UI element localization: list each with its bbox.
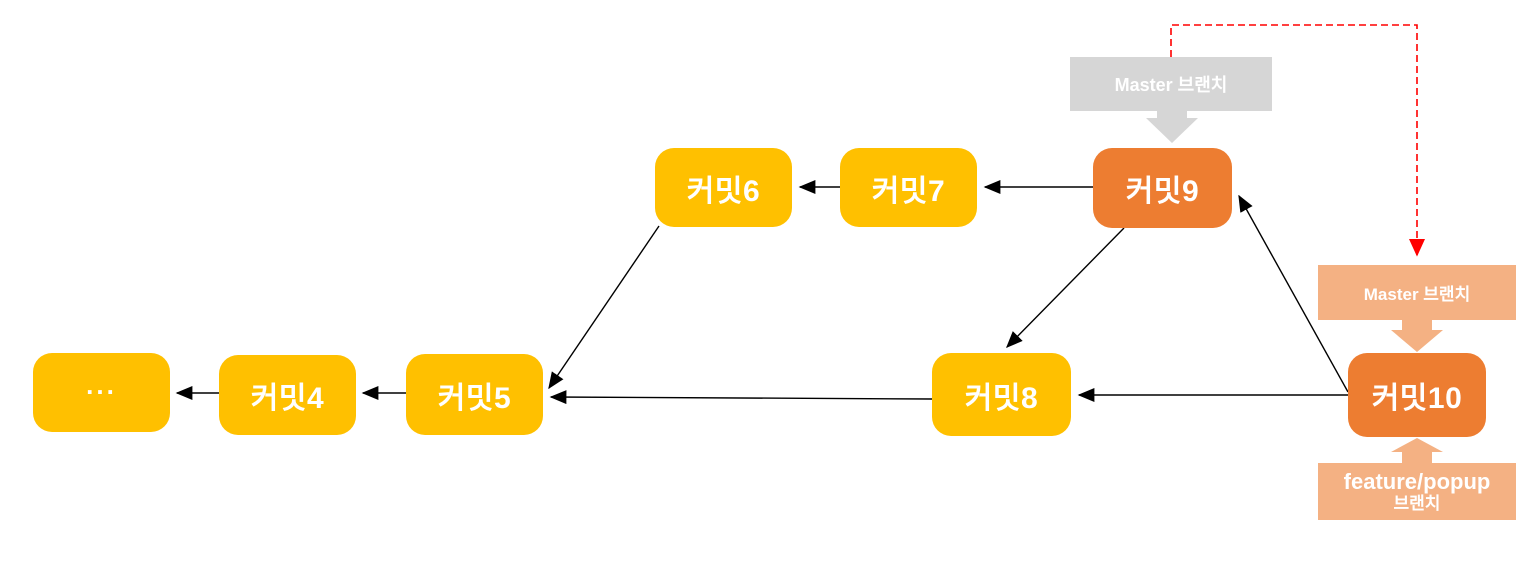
commit-label: 커밋4 bbox=[250, 382, 325, 415]
master-branch-label-old: Master 브랜치 bbox=[1070, 57, 1272, 111]
commit-label: ... bbox=[86, 370, 117, 400]
commit-label: 커밋10 bbox=[1371, 382, 1463, 415]
commit-node-8: 커밋8 bbox=[932, 353, 1071, 436]
branch-label-text: Master 브랜치 bbox=[1363, 285, 1471, 304]
commit-node-5: 커밋5 bbox=[406, 354, 543, 435]
master-new-pointer-arrow bbox=[1391, 320, 1443, 352]
commit-label: 커밋9 bbox=[1125, 175, 1200, 208]
edge-master-branch-move-dashed bbox=[1170, 24, 1425, 257]
feature-popup-branch-label: feature/popup 브랜치 bbox=[1318, 463, 1516, 520]
branch-label-text: Master 브랜치 bbox=[1114, 75, 1228, 95]
commit-node-4: 커밋4 bbox=[219, 355, 356, 435]
commit-node-6: 커밋6 bbox=[655, 148, 792, 227]
edge-commit6-to-commit5 bbox=[548, 225, 660, 390]
commit-node-9: 커밋9 bbox=[1093, 148, 1232, 228]
commit-node-7: 커밋7 bbox=[840, 148, 977, 227]
commit-label: 커밋6 bbox=[686, 174, 761, 208]
branch-label-text-line2: 브랜치 bbox=[1393, 494, 1441, 514]
edge-commit10-to-commit9 bbox=[1238, 194, 1349, 393]
master-branch-label-new: Master 브랜치 bbox=[1318, 265, 1516, 320]
commit-label: 커밋8 bbox=[964, 381, 1039, 415]
commit-label: 커밋5 bbox=[437, 381, 512, 415]
master-old-pointer-arrow bbox=[1146, 110, 1198, 143]
branch-label-text-line1: feature/popup bbox=[1343, 469, 1491, 495]
commit-node-10: 커밋10 bbox=[1348, 353, 1486, 437]
feature-pointer-arrow bbox=[1391, 438, 1443, 463]
edge-commit8-to-commit5 bbox=[549, 390, 933, 405]
edge-commit9-to-commit8 bbox=[1006, 227, 1125, 348]
commit-label: 커밋7 bbox=[871, 174, 946, 208]
commit-node-dots: ... bbox=[33, 353, 170, 432]
